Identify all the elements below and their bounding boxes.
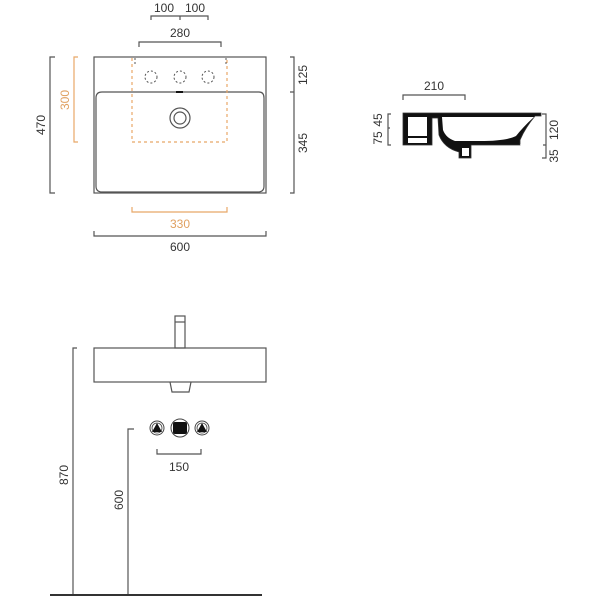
label-tap-spacing-left: 100 xyxy=(154,1,174,15)
top-view-labels: 100 100 280 470 300 125 345 330 600 xyxy=(34,1,310,254)
label-supply-height: 600 xyxy=(112,490,126,510)
label-mounting-height: 870 xyxy=(57,465,71,485)
label-upper-height: 45 xyxy=(371,113,385,127)
tap-hole-left xyxy=(144,70,158,84)
tap xyxy=(174,315,186,349)
deck-cavity xyxy=(408,117,427,136)
dim-600 xyxy=(93,231,267,237)
supply-right-icon xyxy=(194,420,210,436)
overflow-slot xyxy=(176,91,183,93)
label-overflow-offset: 210 xyxy=(424,79,444,93)
dim-280 xyxy=(138,41,222,47)
dim-125-345 xyxy=(290,56,295,194)
rim-cavity xyxy=(520,118,539,145)
dim-120-35 xyxy=(542,113,547,159)
label-lower-height: 75 xyxy=(371,131,385,145)
supply-connectors xyxy=(149,418,210,438)
dim-870 xyxy=(72,347,77,595)
dim-150 xyxy=(156,449,202,455)
tap-hole-right xyxy=(201,70,215,84)
front-view-labels: 150 870 600 xyxy=(57,460,189,510)
label-tap-zone-width: 330 xyxy=(170,217,190,231)
basin-front xyxy=(93,347,267,383)
label-bowl-depth: 345 xyxy=(296,133,310,153)
label-tap-zone-depth: 300 xyxy=(58,90,72,110)
dim-45-75 xyxy=(387,113,391,146)
label-drain-depth: 35 xyxy=(547,149,561,163)
dim-330 xyxy=(131,207,228,213)
bowl-cavity xyxy=(442,117,534,141)
tap-hole-center xyxy=(173,70,187,84)
dim-600-supply xyxy=(127,428,134,595)
label-tap-spacing-right: 100 xyxy=(185,1,205,15)
label-deck-depth: 125 xyxy=(296,65,310,85)
tap-zone-outline xyxy=(131,58,228,143)
dim-100-100 xyxy=(150,15,209,20)
label-supply-spacing: 150 xyxy=(169,460,189,474)
supply-left-icon xyxy=(149,420,165,436)
drain-inner xyxy=(173,111,187,125)
label-overall-width: 600 xyxy=(170,240,190,254)
bowl-inner xyxy=(95,91,265,193)
top-view xyxy=(49,15,295,237)
waste-connector-icon xyxy=(170,418,190,438)
label-tap-holes-span: 280 xyxy=(170,26,190,40)
front-view xyxy=(50,315,267,596)
side-view-labels: 210 45 75 120 35 xyxy=(371,79,561,163)
drain-waste xyxy=(169,381,192,393)
label-total-height: 120 xyxy=(547,120,561,140)
side-view xyxy=(387,94,547,159)
drain-outer xyxy=(169,107,191,129)
basin-outline-top xyxy=(93,56,267,194)
drain-cavity xyxy=(462,148,469,156)
dim-470 xyxy=(49,56,55,194)
dim-210 xyxy=(402,94,466,100)
deck-cavity-lower xyxy=(408,138,427,143)
label-overall-depth: 470 xyxy=(34,115,48,135)
dim-300 xyxy=(73,56,78,143)
